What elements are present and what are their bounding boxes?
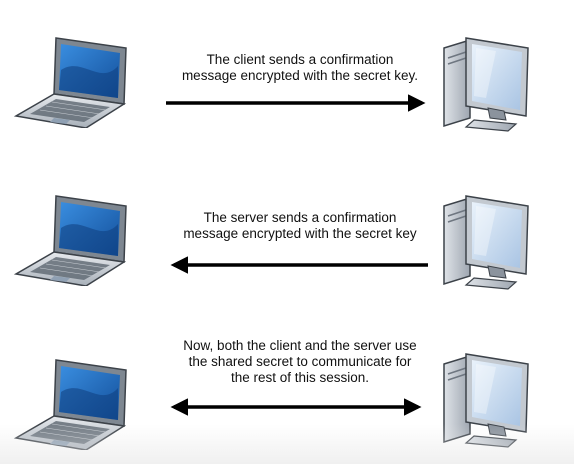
step-message-line: the shared secret to communicate for [188,354,412,369]
step-shared-secret-session: Now, both the client and the server use … [0,300,574,450]
step-message: The server sends a confirmation message … [160,210,440,242]
laptop-icon [15,359,127,450]
step-message-line: message encrypted with the secret key. [181,68,419,83]
laptop-icon [15,37,127,128]
step-message-line: message encrypted with the secret key [183,226,417,241]
laptop-icon [15,195,127,286]
step-message: The client sends a confirmation message … [160,52,440,84]
step-server-confirmation: The server sends a confirmation message … [0,150,574,300]
step-message-line: Now, both the client and the server use [183,338,417,353]
step-message-line: the rest of this session. [230,370,370,385]
step-message-line: The client sends a confirmation [206,52,394,67]
step-message: Now, both the client and the server use … [160,338,440,386]
arrow-bidirectional-icon [170,398,422,416]
desktop-computer-icon [443,195,529,290]
desktop-computer-icon [443,353,529,448]
arrow-left-icon [170,256,428,274]
arrow-right-icon [166,94,426,112]
step-client-confirmation: The client sends a confirmation message … [0,0,574,150]
desktop-computer-icon [443,37,529,132]
step-message-line: The server sends a confirmation [203,210,397,225]
